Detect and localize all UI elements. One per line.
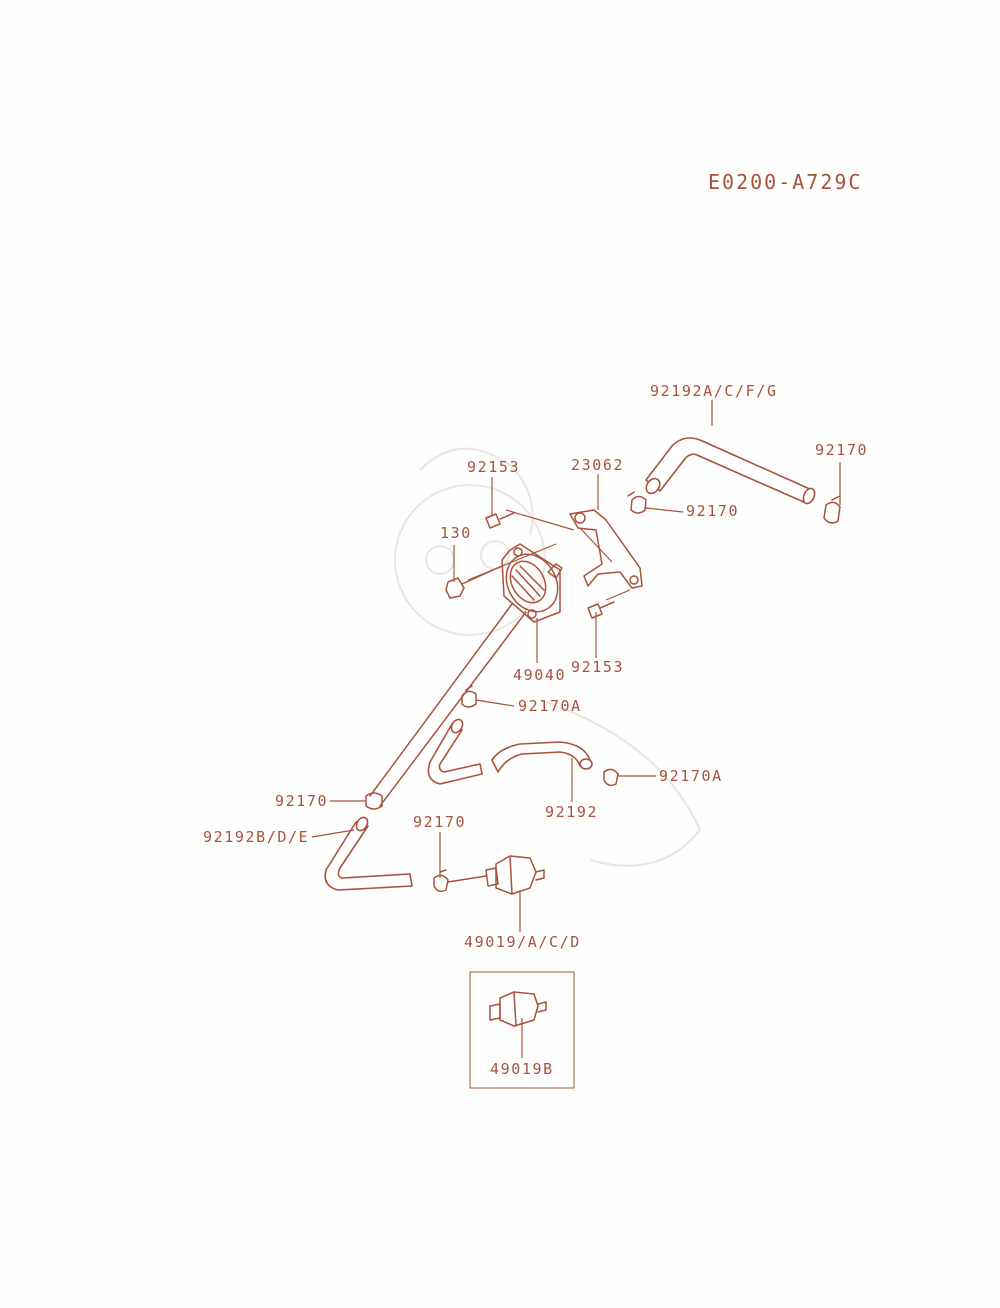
fuel-line-long xyxy=(369,603,527,807)
label-130: 130 xyxy=(440,524,472,542)
clamp-92170a-upper xyxy=(461,685,477,708)
fuel-filter-49019acd xyxy=(447,855,545,895)
label-92192: 92192 xyxy=(545,803,598,821)
label-23062: 23062 xyxy=(571,456,624,474)
bolt-92153-bottom xyxy=(587,601,615,619)
reference-code: E0200-A729C xyxy=(708,170,862,194)
label-92170a-upper: 92170A xyxy=(518,697,582,715)
hose-92192 xyxy=(427,718,593,785)
bracket-23062 xyxy=(569,509,643,589)
label-92153-top: 92153 xyxy=(467,458,520,476)
leader-lines xyxy=(311,400,841,1058)
clamp-92170-top-right xyxy=(823,495,841,524)
hose-92192acfg xyxy=(645,437,816,505)
label-92170a-lower: 92170A xyxy=(659,767,723,785)
hose-92192bde xyxy=(324,816,413,891)
label-92170-filter: 92170 xyxy=(413,813,466,831)
clamp-92170-mid xyxy=(627,491,647,514)
label-92170-top-right: 92170 xyxy=(815,441,868,459)
inset-box-49019b xyxy=(469,971,575,1089)
label-92192bde: 92192B/D/E xyxy=(203,828,309,846)
bolt-92153-top xyxy=(485,512,515,529)
clamp-92170-left xyxy=(365,792,383,810)
label-92170-mid: 92170 xyxy=(686,502,739,520)
label-92153-bottom: 92153 xyxy=(571,658,624,676)
label-49019acd: 49019/A/C/D xyxy=(464,933,581,951)
label-49040: 49040 xyxy=(513,666,566,684)
label-92170-left: 92170 xyxy=(275,792,328,810)
clamp-92170a-lower xyxy=(603,768,619,787)
part-labels: 92192A/C/F/G 92170 92153 23062 92170 130… xyxy=(203,382,868,1078)
label-92192acfg: 92192A/C/F/G xyxy=(650,382,778,400)
label-49019b: 49019B xyxy=(490,1060,554,1078)
clamp-92170-filter xyxy=(433,869,449,893)
